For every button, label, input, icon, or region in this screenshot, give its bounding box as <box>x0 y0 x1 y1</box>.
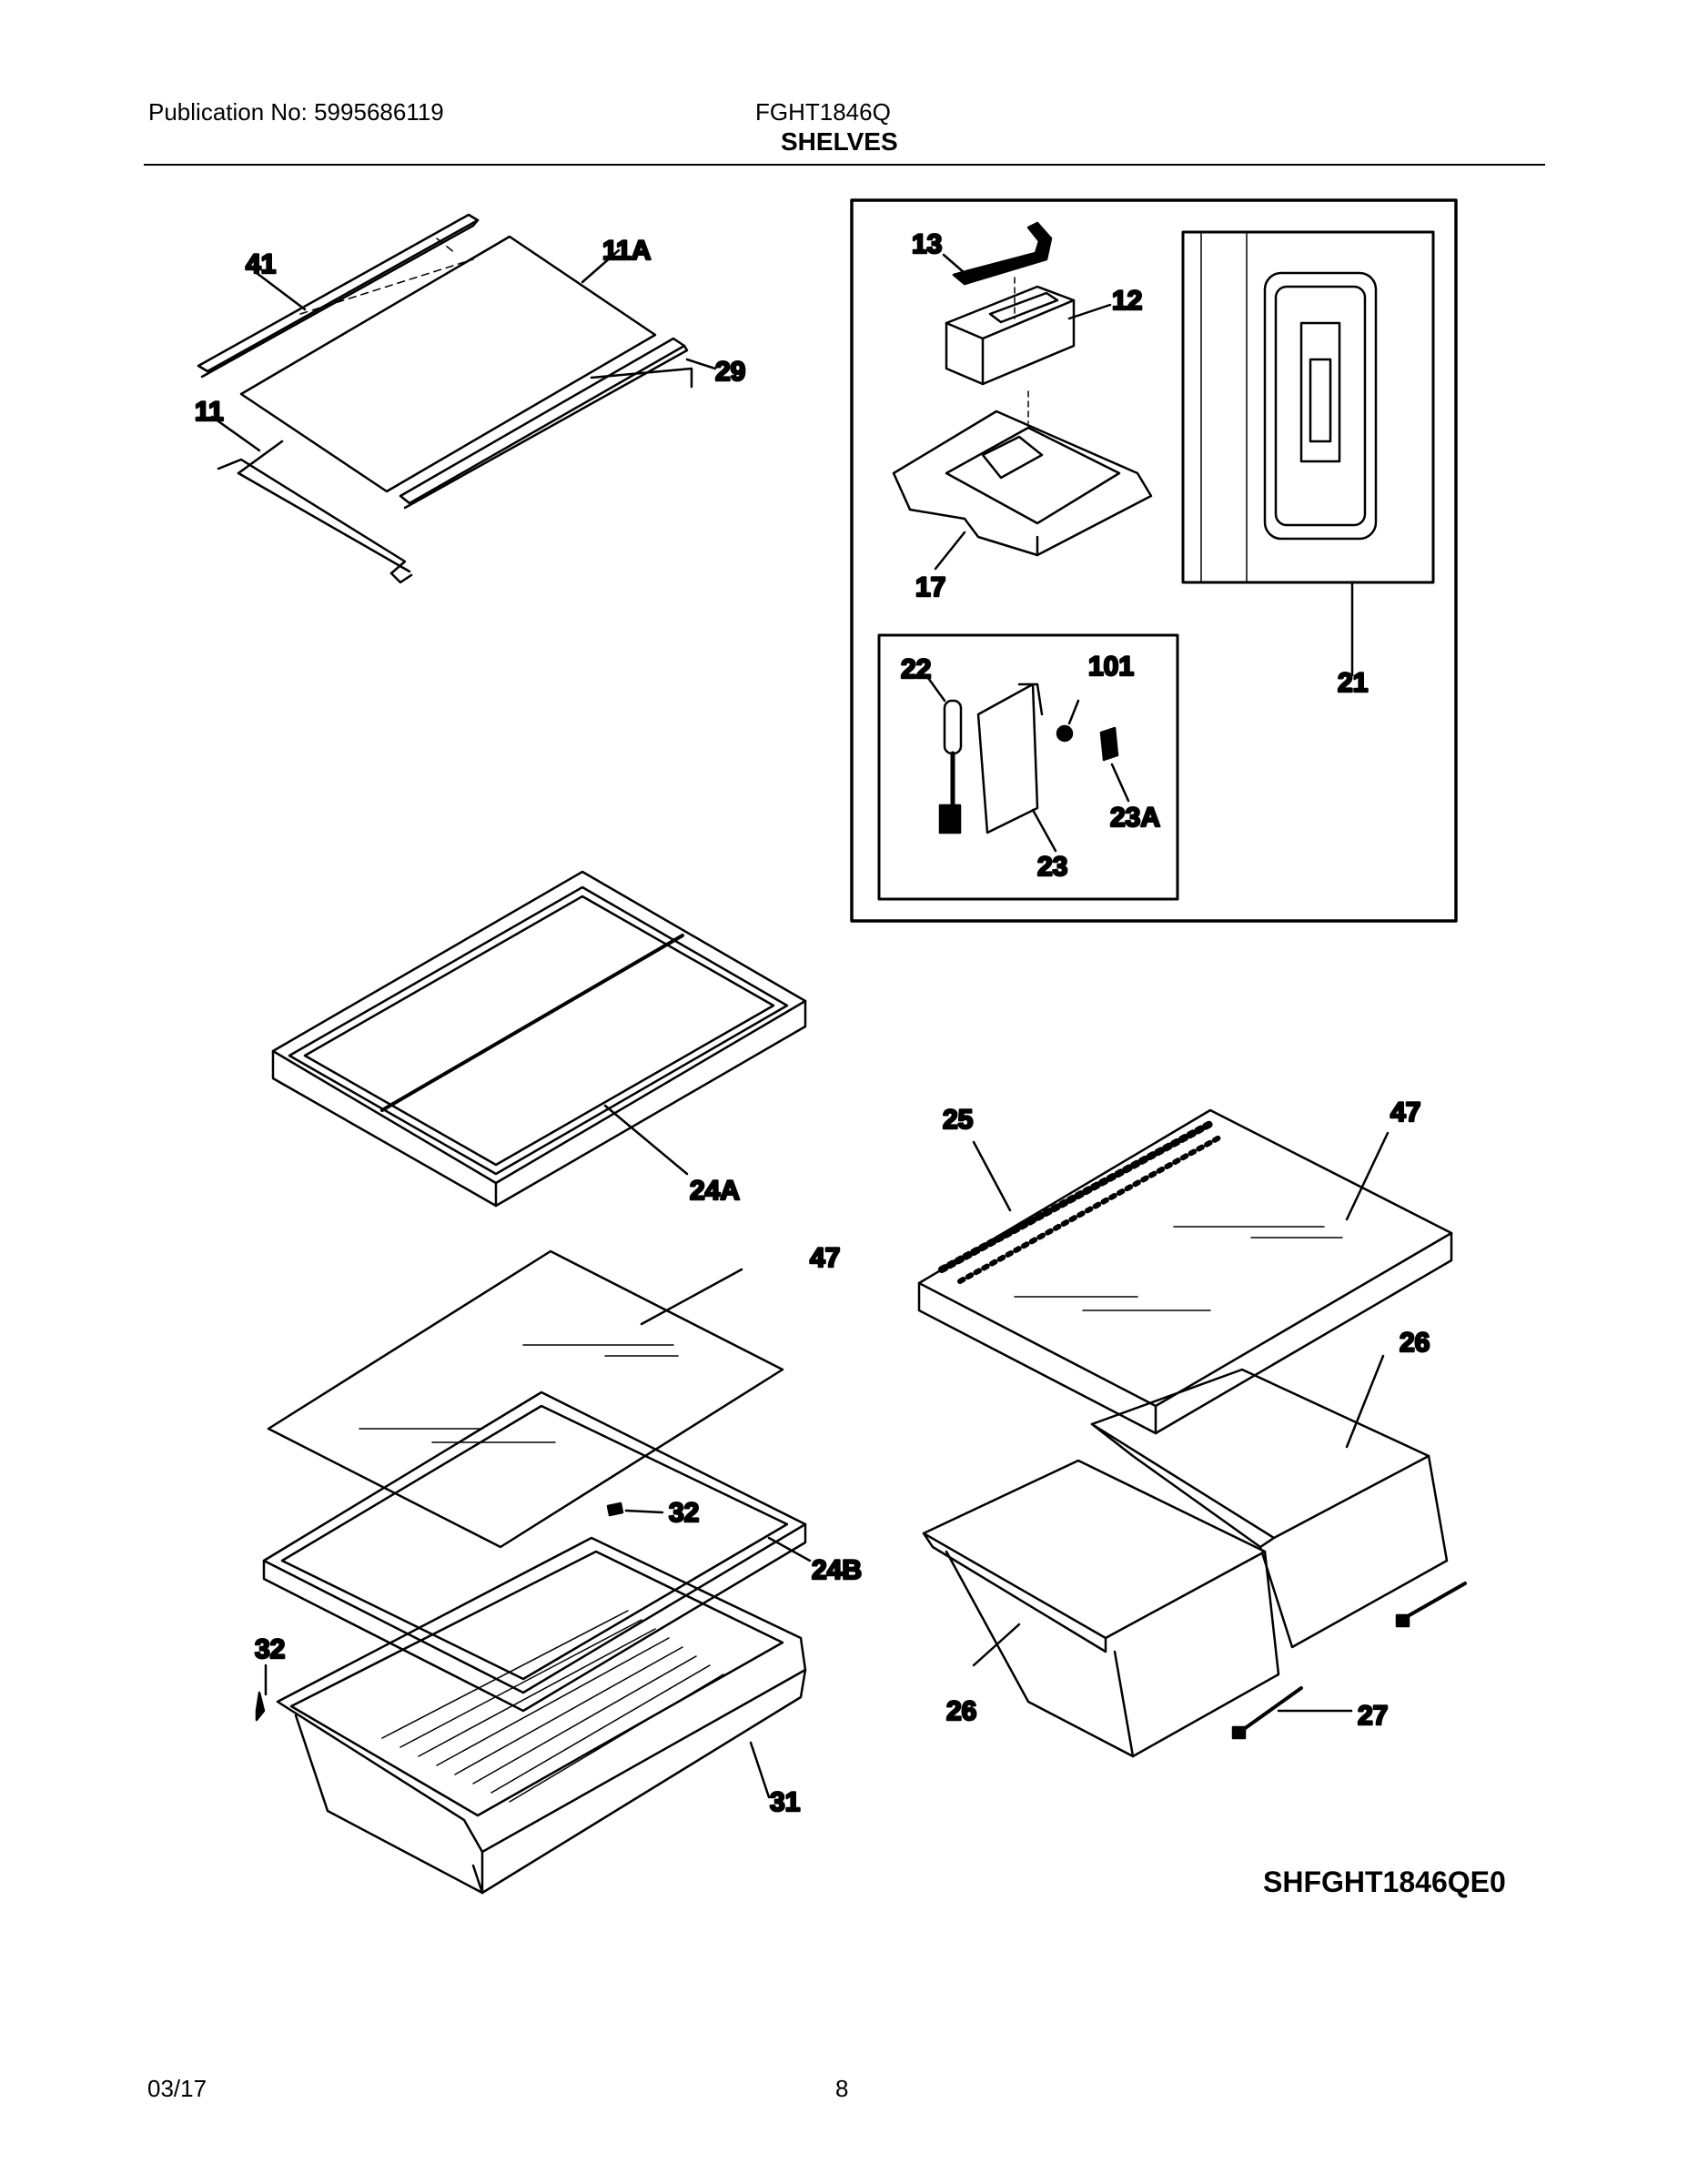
part-21-box <box>1181 230 1435 584</box>
callout-25: 25 <box>943 1105 973 1135</box>
model-number: FGHT1846Q <box>755 98 891 126</box>
callout-24b: 24B <box>812 1555 862 1585</box>
callout-11a: 11A <box>602 236 651 266</box>
part-22-box <box>877 633 1179 901</box>
callout-22: 22 <box>901 654 931 684</box>
callout-32-left: 32 <box>255 1634 285 1664</box>
callout-29: 29 <box>715 357 745 387</box>
header-rule <box>144 164 1545 166</box>
part-23a-clip <box>1099 726 1130 803</box>
part-26-crisper-back <box>1090 1354 1449 1649</box>
part-13-handle <box>952 221 1053 286</box>
callout-31: 31 <box>770 1787 800 1817</box>
diagram-code: SHFGHT1846QE0 <box>1263 1866 1506 1898</box>
part-11a-glass <box>239 235 657 493</box>
callout-47-left: 47 <box>810 1243 840 1273</box>
callout-23a: 23A <box>1110 803 1160 833</box>
part-26-crisper-front <box>922 1459 1280 1758</box>
callout-17: 17 <box>915 572 945 602</box>
publication-number: Publication No: 5995686119 <box>148 98 444 126</box>
detail-box <box>850 198 1458 923</box>
callout-27: 27 <box>1358 1701 1388 1731</box>
callout-41: 41 <box>246 249 276 279</box>
callout-47-right: 47 <box>1390 1097 1420 1127</box>
callout-32-right: 32 <box>669 1498 699 1528</box>
part-22-bulb <box>926 676 963 834</box>
callout-101: 101 <box>1088 652 1134 682</box>
part-23-cover <box>976 682 1057 853</box>
part-31-drawer <box>276 1536 807 1895</box>
glass-shelf-assembly <box>197 213 717 584</box>
callout-24a: 24A <box>690 1176 740 1206</box>
part-47-glass-left <box>267 1249 784 1549</box>
callout-26-back: 26 <box>1400 1328 1430 1358</box>
callout-26-front: 26 <box>946 1696 976 1726</box>
callout-11: 11 <box>195 397 224 427</box>
callout-21: 21 <box>1338 668 1368 698</box>
part-27-slide <box>1231 1582 1467 1740</box>
part-11-frame <box>217 458 407 575</box>
part-101-screw <box>1056 699 1080 743</box>
part-12-bin <box>945 285 1076 386</box>
callout-23: 23 <box>1037 852 1067 882</box>
callout-13: 13 <box>912 229 942 259</box>
page-number: 8 <box>835 2075 849 2102</box>
part-24a-shelf <box>271 870 807 1208</box>
part-21-light-panel <box>1200 231 1378 677</box>
callout-12: 12 <box>1112 286 1142 316</box>
part-32-bumper <box>255 1502 664 1722</box>
part-17-tray <box>892 410 1153 557</box>
footer-date: 03/17 <box>147 2075 207 2102</box>
part-24b-frame <box>262 1390 812 1713</box>
section-title: SHELVES <box>781 127 898 156</box>
part-25-crisper-cover <box>917 1108 1453 1435</box>
